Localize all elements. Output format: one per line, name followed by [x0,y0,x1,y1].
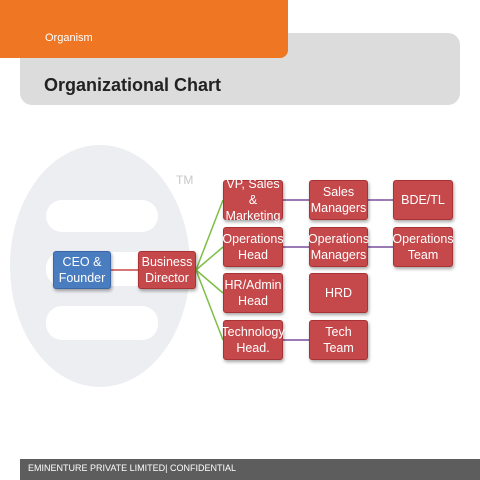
section-tab: Organism [0,0,288,58]
node-technology-head: Technology Head. [221,320,285,360]
watermark-bar-bottom [46,306,158,340]
connector-director-ops [195,246,224,271]
node-hrd: HRD [309,273,368,313]
node-hr-admin-head: HR/Admin Head [223,273,283,313]
section-label: Organism [45,32,93,44]
page-title: Organizational Chart [44,75,222,95]
node-operations-team: Operations Team [392,227,454,267]
node-vp-sales-marketing: VP, Sales & Marketing [223,177,283,223]
watermark-bar-top [46,200,158,232]
node-business-director: Business Director [138,251,196,289]
connector-director-vp [195,199,224,271]
footer-bar: EMINENTURE PRIVATE LIMITED| CONFIDENTIAL [20,459,480,480]
node-sales-managers: Sales Managers [309,180,368,220]
node-tech-team: Tech Team [309,320,368,360]
node-operations-head: Operations Head [222,227,284,267]
connector-director-hr [195,269,224,294]
footer-text: EMINENTURE PRIVATE LIMITED| CONFIDENTIAL [28,463,237,473]
node-operations-managers: Operations Managers [308,227,369,267]
node-ceo-founder: CEO & Founder [53,251,111,289]
trademark-mark: TM [176,173,194,187]
connector-director-tech [195,269,224,341]
node-bde-tl: BDE/TL [393,180,453,220]
